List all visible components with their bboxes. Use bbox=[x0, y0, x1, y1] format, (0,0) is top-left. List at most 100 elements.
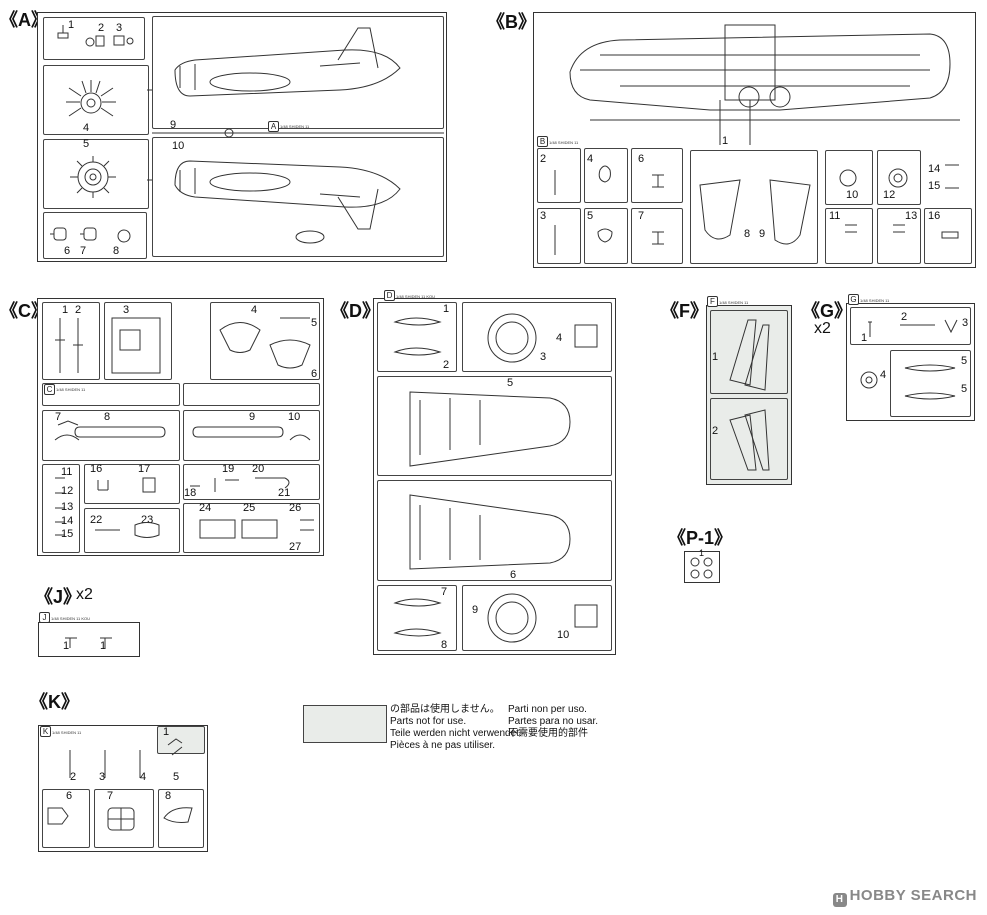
part-number: 7 bbox=[80, 245, 87, 257]
sprue-label-d: 《D》 bbox=[331, 301, 380, 321]
part-number: 16 bbox=[90, 463, 103, 475]
part-number: 1 bbox=[163, 726, 170, 738]
part-number: 9 bbox=[759, 228, 766, 240]
part-cell bbox=[84, 464, 180, 504]
part-number: 9 bbox=[170, 119, 177, 131]
part-number: 3 bbox=[99, 771, 106, 783]
part-number: 2 bbox=[712, 425, 719, 437]
part-number: 25 bbox=[243, 502, 256, 514]
part-number: 10 bbox=[172, 140, 185, 152]
sprue-label-p1: 《P-1》 bbox=[668, 528, 733, 548]
part-cell bbox=[210, 302, 320, 380]
part-number: 4 bbox=[83, 122, 90, 134]
sprue-tag-letter: F bbox=[707, 296, 718, 307]
sprue-tag-letter: A bbox=[268, 121, 279, 132]
part-number: 6 bbox=[66, 790, 73, 802]
sprue-tag-letter: C bbox=[44, 384, 55, 395]
sprue-tag: 1/48 SHIDEN 11 bbox=[860, 298, 890, 303]
legend-it: Parti non per uso. bbox=[508, 704, 587, 715]
sprue-tag: 1/48 SHIDEN 11 bbox=[52, 730, 82, 735]
part-cell bbox=[42, 410, 180, 461]
part-cell bbox=[43, 17, 145, 60]
part-number: 2 bbox=[443, 359, 450, 371]
part-cell bbox=[43, 65, 149, 135]
part-number: 5 bbox=[961, 383, 968, 395]
part-number: 19 bbox=[222, 463, 235, 475]
part-cell bbox=[377, 302, 457, 372]
part-number: 14 bbox=[928, 163, 941, 175]
part-cell bbox=[42, 464, 80, 553]
part-number: 2 bbox=[75, 304, 82, 316]
part-cell bbox=[631, 208, 683, 264]
part-number: 17 bbox=[138, 463, 151, 475]
sprue-label-k: 《K》 bbox=[30, 692, 79, 712]
part-number: 8 bbox=[104, 411, 111, 423]
part-cell bbox=[890, 350, 971, 417]
sprue-j-parts bbox=[65, 637, 112, 648]
sprue-tag: 1/48 SHIDEN 11 KOU bbox=[51, 616, 91, 621]
part-number: 6 bbox=[638, 153, 645, 165]
sprue-label-g: 《G》 bbox=[802, 301, 853, 321]
part-number: 2 bbox=[901, 311, 908, 323]
fuselage-halves bbox=[152, 27, 444, 244]
sprue-b-parts bbox=[554, 24, 960, 255]
legend-jp: の部品は使用しません。 bbox=[390, 704, 500, 715]
part-cell bbox=[631, 148, 683, 203]
part-number: 8 bbox=[165, 790, 172, 802]
part-cell bbox=[690, 150, 818, 264]
part-number: 4 bbox=[587, 153, 594, 165]
part-number: 3 bbox=[962, 317, 969, 329]
part-cell bbox=[850, 307, 971, 345]
part-cell bbox=[158, 789, 204, 848]
part-cell bbox=[94, 789, 154, 848]
part-number: 7 bbox=[55, 411, 62, 423]
part-number: 1 bbox=[712, 351, 719, 363]
legend-fr: Pièces à ne pas utiliser. bbox=[390, 740, 496, 751]
part-number: 3 bbox=[123, 304, 130, 316]
sprue-tag: 1/48 SHIDEN 11 KOU bbox=[396, 294, 436, 299]
part-number: 4 bbox=[251, 304, 258, 316]
part-number: 2 bbox=[540, 153, 547, 165]
sprue-frame-g bbox=[846, 303, 975, 421]
part-number: 4 bbox=[556, 332, 563, 344]
part-cell bbox=[825, 208, 873, 264]
part-cell bbox=[42, 789, 90, 848]
sprue-d-parts bbox=[393, 313, 598, 643]
part-number: 13 bbox=[61, 501, 74, 513]
part-number: 7 bbox=[638, 210, 645, 222]
part-number: 5 bbox=[311, 317, 318, 329]
part-number: 1 bbox=[443, 303, 450, 315]
sprue-tag: 1/48 SHIDEN 11 bbox=[56, 387, 86, 392]
legend-zh: 不需要使用的部件 bbox=[508, 728, 588, 739]
part-cell bbox=[183, 464, 320, 500]
part-cell bbox=[152, 16, 444, 129]
sprue-multiplier: x2 bbox=[814, 320, 831, 337]
part-number: 1 bbox=[63, 640, 70, 652]
part-number: 3 bbox=[116, 22, 123, 34]
watermark-text: HOBBY SEARCH bbox=[849, 887, 977, 904]
part-number: 9 bbox=[472, 604, 479, 616]
sprue-tag-letter: B bbox=[537, 136, 548, 147]
part-cell bbox=[710, 310, 788, 394]
part-cell bbox=[183, 383, 320, 406]
part-number: 12 bbox=[883, 189, 896, 201]
part-cell bbox=[377, 585, 457, 651]
sprue-tag-letter: G bbox=[848, 294, 859, 305]
part-cell bbox=[710, 398, 788, 480]
part-number: 1 bbox=[699, 548, 705, 558]
sprue-a-small-parts bbox=[50, 25, 152, 243]
part-number: 12 bbox=[61, 485, 74, 497]
part-number: 3 bbox=[540, 351, 547, 363]
part-number: 23 bbox=[141, 514, 154, 526]
sprue-frame-j bbox=[38, 622, 140, 657]
part-number: 21 bbox=[278, 487, 291, 499]
part-number: 5 bbox=[961, 355, 968, 367]
part-number: 1 bbox=[100, 640, 107, 652]
part-cell bbox=[584, 208, 628, 264]
part-cell bbox=[877, 150, 921, 205]
part-number: 16 bbox=[928, 210, 941, 222]
part-cell bbox=[183, 503, 320, 553]
part-number: 10 bbox=[557, 629, 570, 641]
part-cell bbox=[537, 148, 581, 203]
part-cell bbox=[84, 508, 180, 553]
